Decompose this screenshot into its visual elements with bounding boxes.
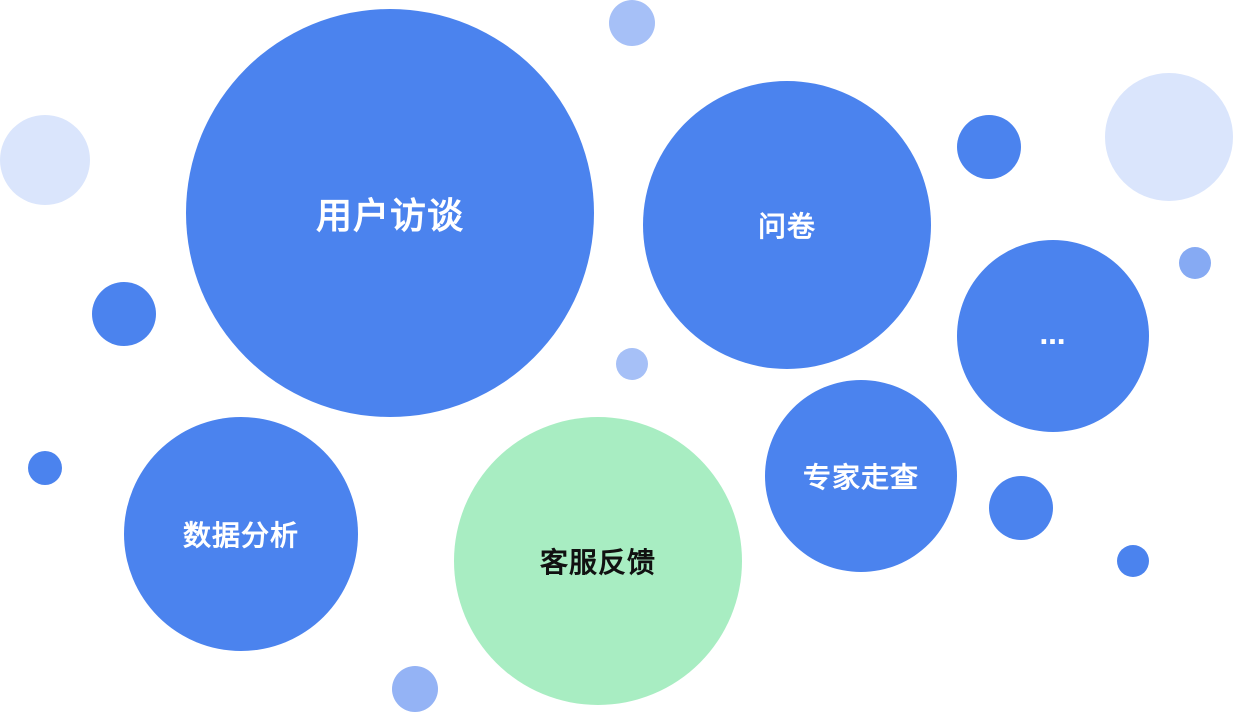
decorative-dot	[616, 348, 648, 380]
decorative-dot	[957, 115, 1021, 179]
bubble-label: 专家走查	[802, 461, 919, 494]
bubble-label: 客服反馈	[539, 546, 656, 579]
bubble-data-analysis: 数据分析	[124, 417, 358, 651]
bubble-expert-walkthrough: 专家走查	[765, 380, 957, 572]
decorative-dot	[392, 666, 438, 712]
decorative-dot	[1105, 73, 1233, 201]
bubble-more: …	[957, 240, 1149, 432]
decorative-dot	[1179, 247, 1211, 279]
decorative-dot	[92, 282, 156, 346]
decorative-dot	[989, 476, 1053, 540]
decorative-dot	[1117, 545, 1149, 577]
bubble-customer-feedback: 客服反馈	[454, 417, 742, 705]
decorative-dot	[28, 451, 62, 485]
bubble-label: 问卷	[757, 210, 816, 243]
bubble-label: …	[1039, 321, 1067, 351]
decorative-dot	[0, 115, 90, 205]
bubble-questionnaire: 问卷	[643, 81, 931, 369]
bubble-label: 数据分析	[182, 519, 299, 552]
decorative-dot	[609, 0, 655, 46]
bubble-user-interview: 用户访谈	[186, 9, 594, 417]
bubble-label: 用户访谈	[315, 196, 464, 237]
